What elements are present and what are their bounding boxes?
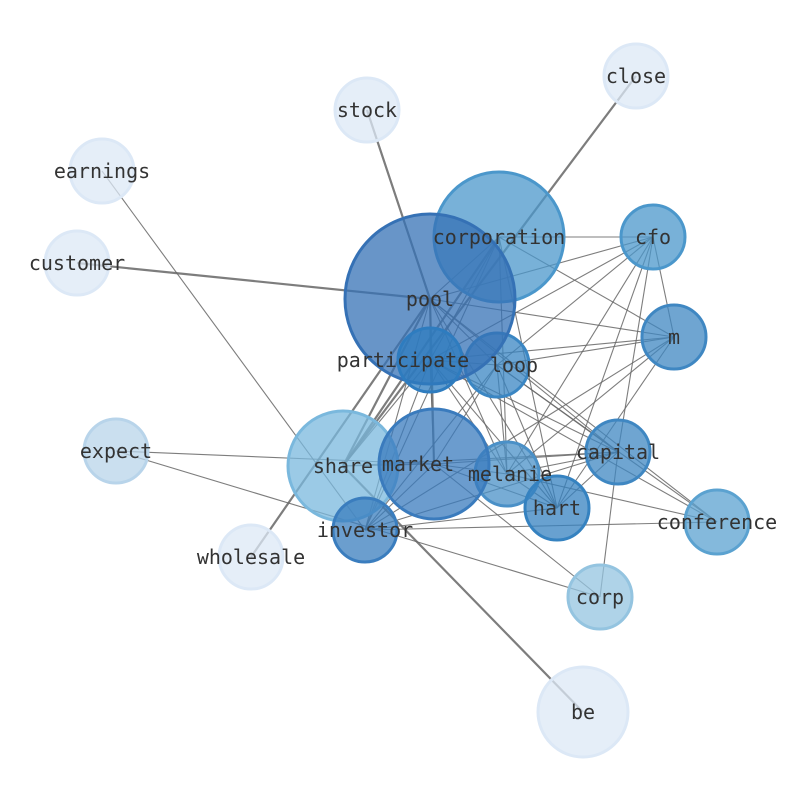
- node-label: customer: [29, 251, 125, 275]
- node-circle[interactable]: [523, 474, 591, 542]
- node-circle[interactable]: [536, 665, 630, 759]
- edge-cfo-melanie: [506, 236, 654, 475]
- node-label: melanie: [468, 462, 552, 486]
- edge-m-melanie: [506, 336, 675, 475]
- node-capital[interactable]: [584, 418, 652, 486]
- node-circle[interactable]: [217, 523, 285, 591]
- node-label: pool: [406, 287, 454, 311]
- node-label: conference: [657, 510, 777, 534]
- node-label: corporation: [433, 225, 565, 249]
- node-circle[interactable]: [82, 417, 150, 485]
- node-label: m: [668, 325, 680, 349]
- node-circle[interactable]: [640, 303, 708, 371]
- node-label: share: [313, 454, 373, 478]
- node-wholesale[interactable]: [217, 523, 285, 591]
- node-label: loop: [490, 353, 538, 377]
- node-label: earnings: [54, 159, 150, 183]
- node-circle[interactable]: [619, 203, 687, 271]
- node-expect[interactable]: [82, 417, 150, 485]
- node-market[interactable]: [377, 407, 491, 521]
- edge-cfo-loop: [496, 236, 654, 366]
- node-label: expect: [80, 439, 152, 463]
- node-corp[interactable]: [566, 563, 634, 631]
- node-close[interactable]: [602, 42, 670, 110]
- node-circle[interactable]: [396, 326, 464, 394]
- node-label: capital: [576, 440, 660, 464]
- node-label: investor: [317, 518, 413, 542]
- node-circle[interactable]: [566, 563, 634, 631]
- node-stock[interactable]: [333, 76, 401, 144]
- node-label: close: [606, 64, 666, 88]
- node-circle[interactable]: [333, 76, 401, 144]
- node-customer[interactable]: [43, 229, 111, 297]
- node-circle[interactable]: [584, 418, 652, 486]
- node-label: participate: [337, 348, 469, 372]
- edge-cfo-capital: [617, 236, 654, 453]
- node-label: cfo: [635, 225, 671, 249]
- node-m[interactable]: [640, 303, 708, 371]
- node-investor[interactable]: [331, 496, 399, 564]
- node-label: market: [382, 452, 454, 476]
- node-label: be: [571, 700, 595, 724]
- node-conference[interactable]: [683, 488, 751, 556]
- edge-cfo-hart: [556, 236, 654, 509]
- node-label: wholesale: [197, 545, 305, 569]
- node-be[interactable]: [536, 665, 630, 759]
- node-hart[interactable]: [523, 474, 591, 542]
- node-circle[interactable]: [683, 488, 751, 556]
- node-earnings[interactable]: [68, 137, 136, 205]
- node-label: stock: [337, 98, 397, 122]
- node-label: hart: [533, 496, 581, 520]
- node-cfo[interactable]: [619, 203, 687, 271]
- node-circle[interactable]: [43, 229, 111, 297]
- node-participate[interactable]: [396, 326, 464, 394]
- node-layer: be close stock earnings customer wholesale exp…: [29, 42, 777, 759]
- node-circle[interactable]: [377, 407, 491, 521]
- node-circle[interactable]: [68, 137, 136, 205]
- node-label: corp: [576, 585, 624, 609]
- node-circle[interactable]: [331, 496, 399, 564]
- node-circle[interactable]: [602, 42, 670, 110]
